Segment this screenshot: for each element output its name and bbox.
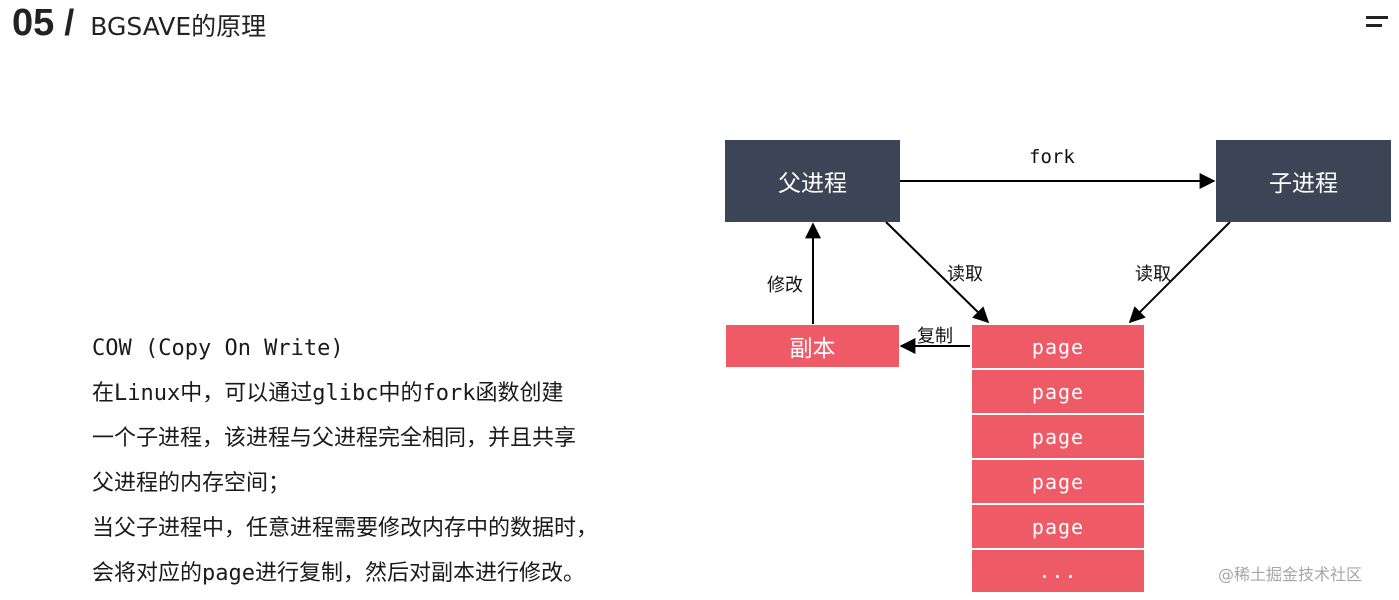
- cow-heading: COW (Copy On Write): [92, 336, 344, 361]
- desc-line-3: 一个子进程，该进程与父进程完全相同，并且共享: [92, 426, 577, 451]
- section-number: 05: [12, 2, 55, 44]
- section-slash: /: [64, 2, 75, 43]
- child-process-box: 子进程: [1216, 140, 1391, 222]
- child-read-arrow: [1128, 221, 1231, 324]
- menu-icon[interactable]: [1366, 14, 1388, 30]
- memory-page: page: [972, 415, 1144, 458]
- desc-line-4: 父进程的内存空间；: [92, 471, 291, 496]
- memory-page: page: [972, 325, 1144, 368]
- desc-line-6: 会将对应的page进行复制，然后对副本进行修改。: [92, 561, 586, 586]
- parent-read-label: 读取: [947, 264, 983, 285]
- parent-process-box: 父进程: [725, 140, 900, 222]
- parent-read-arrow: [885, 221, 990, 324]
- replica-box: 副本: [726, 325, 899, 367]
- fork-label: fork: [1029, 146, 1075, 168]
- memory-page: page: [972, 460, 1144, 503]
- copy-label: 复制: [917, 326, 953, 347]
- desc-line-2: 在Linux中，可以通过glibc中的fork函数创建: [92, 381, 564, 406]
- desc-line-5: 当父子进程中，任意进程需要修改内存中的数据时，: [92, 516, 599, 541]
- cow-description: COW (Copy On Write) 在Linux中，可以通过glibc中的f…: [92, 326, 692, 596]
- child-read-label: 读取: [1135, 264, 1171, 285]
- slide-header: 05 / BGSAVE的原理: [12, 2, 266, 46]
- memory-page: page: [972, 505, 1144, 548]
- memory-page-ellipsis: ...: [972, 550, 1144, 592]
- memory-page: page: [972, 370, 1144, 413]
- modify-label: 修改: [767, 275, 803, 296]
- watermark: @稀土掘金技术社区: [1218, 565, 1363, 584]
- slide-title: BGSAVE的原理: [90, 12, 267, 41]
